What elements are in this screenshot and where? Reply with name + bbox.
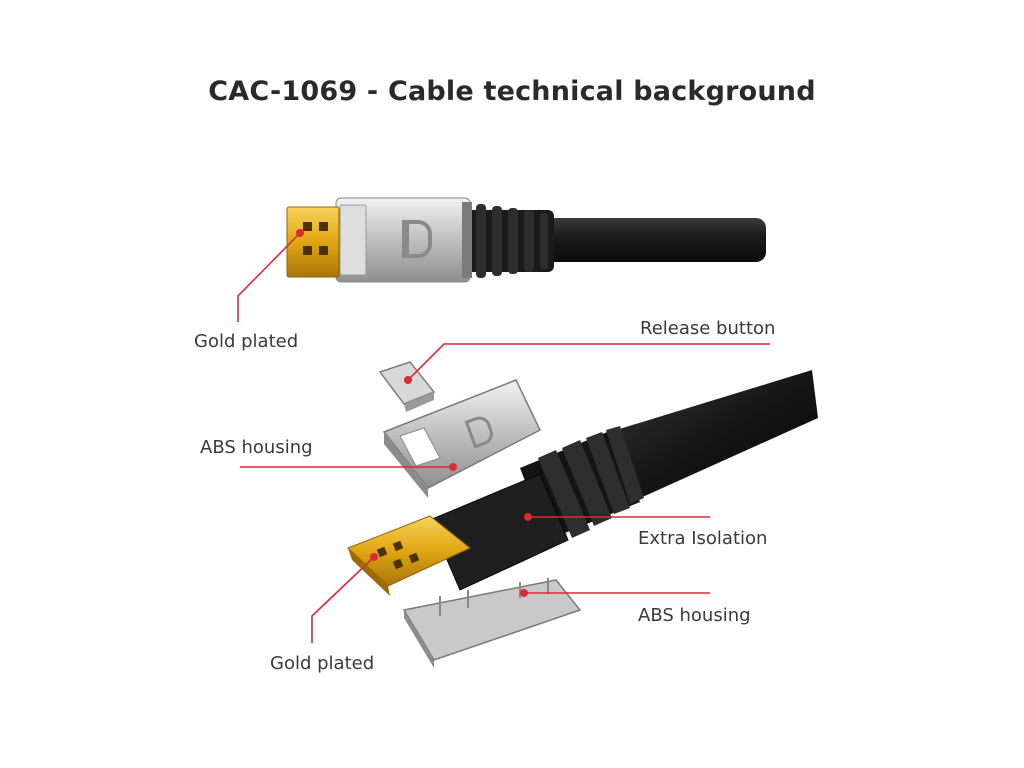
label-abs-housing-right: ABS housing [638, 605, 751, 626]
label-abs-housing-left: ABS housing [200, 437, 313, 458]
callout-release-button [404, 343, 770, 384]
top-connector [286, 197, 766, 283]
callout-gold-plated-top [237, 229, 304, 322]
label-release-button: Release button [640, 318, 776, 339]
callout-abs-housing-left [240, 463, 457, 471]
exploded-cable [590, 370, 818, 508]
top-gold-plug [286, 206, 340, 278]
exploded-gold-plug [347, 515, 471, 596]
top-cable [540, 218, 766, 262]
extra-isolation-body [429, 473, 569, 591]
page-title: CAC-1069 - Cable technical background [208, 76, 816, 107]
callout-abs-housing-right [520, 589, 710, 597]
label-gold-plated-bottom: Gold plated [270, 653, 375, 674]
label-extra-isolation: Extra Isolation [638, 528, 768, 549]
top-abs-housing [382, 379, 541, 498]
label-gold-plated-top: Gold plated [194, 331, 299, 352]
callout-extra-isolation [524, 513, 710, 521]
callout-gold-plated-bottom [311, 553, 378, 643]
exploded-view [347, 361, 818, 668]
housing-displayport-logo-icon [464, 416, 493, 449]
bottom-abs-housing [402, 578, 582, 668]
release-button-part [378, 361, 436, 412]
top-displayport-logo-icon [402, 220, 432, 258]
top-strain-relief [464, 204, 554, 278]
